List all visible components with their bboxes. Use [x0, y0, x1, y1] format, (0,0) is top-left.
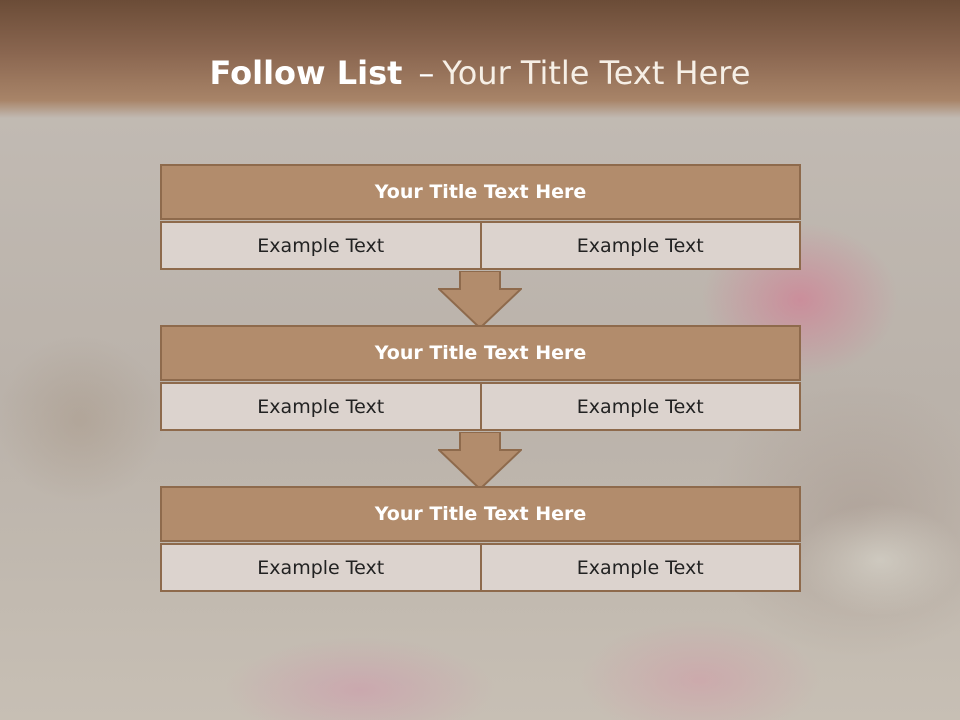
- slide-title-sub: Your Title Text Here: [442, 54, 751, 92]
- block-row: Example Text Example Text: [160, 543, 801, 592]
- down-arrow-icon: [438, 271, 522, 329]
- flow-block-3: Your Title Text Here Example Text Exampl…: [160, 486, 801, 592]
- block-cell-right: Example Text: [481, 543, 801, 592]
- block-title: Your Title Text Here: [160, 486, 801, 542]
- slide-title-dash: –: [418, 54, 435, 92]
- block-row: Example Text Example Text: [160, 382, 801, 431]
- block-row: Example Text Example Text: [160, 221, 801, 270]
- slide-title-main: Follow List: [209, 54, 403, 92]
- block-cell-left: Example Text: [160, 382, 482, 431]
- flow-block-2: Your Title Text Here Example Text Exampl…: [160, 325, 801, 431]
- title-banner: [0, 0, 960, 118]
- slide-title: Follow List–Your Title Text Here: [0, 54, 960, 92]
- block-title: Your Title Text Here: [160, 164, 801, 220]
- block-cell-right: Example Text: [481, 221, 801, 270]
- flow-block-1: Your Title Text Here Example Text Exampl…: [160, 164, 801, 270]
- down-arrow-icon: [438, 432, 522, 490]
- block-title: Your Title Text Here: [160, 325, 801, 381]
- block-cell-left: Example Text: [160, 543, 482, 592]
- block-cell-left: Example Text: [160, 221, 482, 270]
- block-cell-right: Example Text: [481, 382, 801, 431]
